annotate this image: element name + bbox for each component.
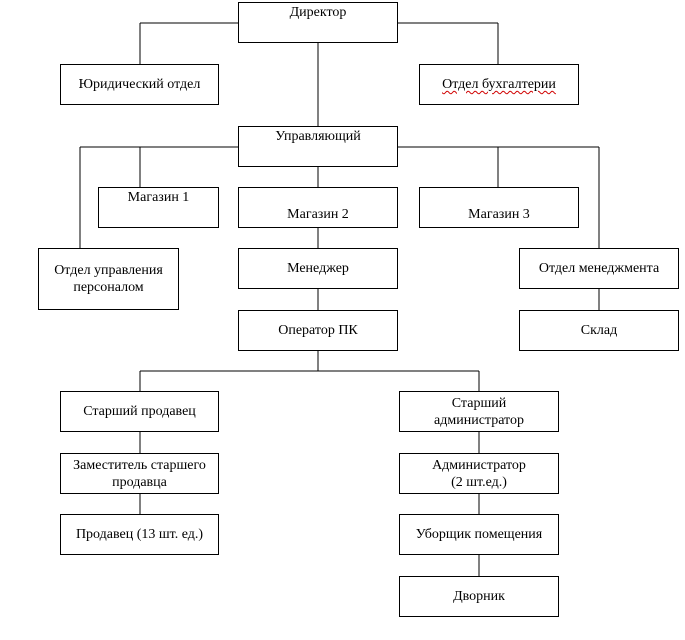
node-deputy-senior-seller: Заместитель старшего продавца	[60, 453, 219, 494]
node-shop-3: Магазин 3	[419, 187, 579, 228]
node-shop-2: Магазин 2	[238, 187, 398, 228]
node-cleaner: Уборщик помещения	[399, 514, 559, 555]
node-accounting-dept: Отдел бухгалтерии	[419, 64, 579, 105]
node-pc-operator: Оператор ПК	[238, 310, 398, 351]
node-senior-admin: Старший администратор	[399, 391, 559, 432]
node-director: Директор	[238, 2, 398, 43]
node-warehouse: Склад	[519, 310, 679, 351]
node-manager: Менеджер	[238, 248, 398, 289]
node-janitor: Дворник	[399, 576, 559, 617]
node-hr-dept: Отдел управления персоналом	[38, 248, 179, 310]
node-administrator: Администратор (2 шт.ед.)	[399, 453, 559, 494]
node-head-manager: Управляющий	[238, 126, 398, 167]
node-shop-1: Магазин 1	[98, 187, 219, 228]
node-legal-dept: Юридический отдел	[60, 64, 219, 105]
node-senior-seller: Старший продавец	[60, 391, 219, 432]
node-management-dept: Отдел менеджмента	[519, 248, 679, 289]
node-seller: Продавец (13 шт. ед.)	[60, 514, 219, 555]
